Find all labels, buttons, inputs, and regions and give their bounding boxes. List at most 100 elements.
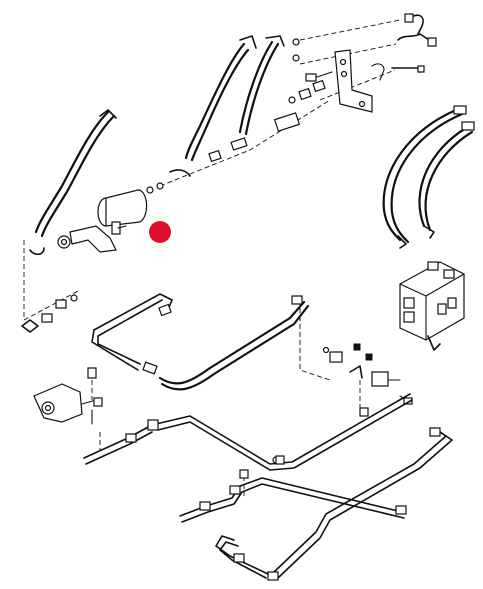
hose-end-right-2 bbox=[461, 121, 475, 131]
left-fittings-group bbox=[21, 294, 78, 333]
hose-mid-long-b bbox=[160, 304, 310, 391]
control-valve-body bbox=[399, 261, 465, 341]
lower-tube-2-nut-6 bbox=[233, 553, 245, 563]
hose-left-long bbox=[34, 110, 110, 234]
bolt-head-lower-left bbox=[87, 367, 97, 379]
tube-mid-nut-3 bbox=[291, 295, 303, 305]
tube-mid-upper bbox=[93, 293, 173, 331]
hose-top-center bbox=[238, 40, 274, 134]
tube-mid-upper-b bbox=[97, 299, 163, 337]
accumulator-body bbox=[105, 189, 148, 227]
elbow-fitting-left bbox=[21, 319, 39, 333]
leader-mid-right bbox=[299, 300, 331, 381]
washer-chain-1 bbox=[288, 96, 296, 104]
lower-tube-1-main bbox=[155, 393, 411, 465]
washer-chain-2 bbox=[146, 186, 154, 194]
bracket-boss-hole bbox=[44, 404, 52, 412]
bracket-hole-1 bbox=[339, 58, 347, 66]
leader-left-diag bbox=[23, 289, 81, 321]
fitting-chain-2 bbox=[208, 149, 222, 163]
fitting-top-right-a bbox=[404, 13, 414, 23]
clamp-plate bbox=[371, 371, 389, 387]
hose-left-bottom-end bbox=[29, 247, 45, 256]
lower-tube-1-nut-2 bbox=[125, 433, 137, 443]
inline-filter bbox=[273, 112, 301, 132]
lower-tube-2-washer bbox=[239, 469, 249, 479]
fitting-chain-group bbox=[146, 79, 331, 194]
lower-tube-2-group bbox=[179, 427, 453, 581]
fitting-right-c bbox=[417, 65, 425, 73]
hose-right-2b bbox=[424, 130, 474, 232]
fitting-top-right-b bbox=[427, 37, 437, 47]
hose-right-1 bbox=[382, 108, 458, 242]
lower-tube-2-fitting bbox=[275, 455, 285, 465]
top-right-fittings-group bbox=[299, 13, 437, 101]
hose-end-top-center bbox=[265, 35, 285, 47]
valve-port-top-1 bbox=[427, 261, 439, 271]
lower-tube-1-left-b bbox=[85, 431, 153, 465]
nut-mid-lower bbox=[359, 407, 369, 417]
valve-port-top-2 bbox=[443, 269, 455, 279]
mounting-bracket bbox=[334, 49, 373, 113]
hose-mid-long bbox=[158, 300, 306, 385]
fitting-chain-4 bbox=[312, 79, 326, 93]
top-hoses-group bbox=[184, 35, 300, 162]
valve-spool-1 bbox=[437, 303, 447, 315]
hose-top-left-b bbox=[190, 48, 250, 162]
washer-chain-3 bbox=[156, 182, 164, 190]
lower-tube-2-nut-5 bbox=[395, 505, 407, 515]
fitting-chain-3 bbox=[298, 87, 312, 101]
hose-right-elbow-2 bbox=[423, 225, 435, 239]
lower-tube-2-bottom-b bbox=[219, 541, 267, 579]
hose-left-long-b bbox=[40, 114, 116, 238]
fitting-left-2 bbox=[55, 299, 67, 309]
control-valve-group bbox=[399, 261, 465, 351]
lower-tube-1-nut-1 bbox=[147, 419, 159, 431]
bracket-washer-hole bbox=[60, 238, 68, 246]
nut-dark-2 bbox=[365, 353, 373, 361]
right-hoses-group bbox=[382, 105, 475, 249]
hose-right-2 bbox=[418, 126, 468, 228]
valve-bottom-fitting bbox=[427, 335, 441, 351]
leader-top-1 bbox=[299, 19, 401, 41]
hose-top-center-b bbox=[244, 42, 280, 136]
left-hose-group bbox=[23, 109, 117, 321]
lower-left-bracket-group bbox=[33, 367, 103, 425]
lower-tube-1-group bbox=[83, 393, 413, 471]
hose-end-top-left bbox=[239, 35, 257, 49]
hose-left-top-end bbox=[99, 109, 117, 119]
hose-end-right-1 bbox=[453, 105, 467, 115]
bolt-thread bbox=[117, 225, 127, 229]
lower-left-bracket bbox=[33, 383, 83, 423]
mounting-bracket-group bbox=[305, 49, 373, 113]
clamp-block-1 bbox=[329, 351, 343, 363]
lower-tube-2-nut-3 bbox=[199, 501, 211, 511]
tube-mid-nut-2 bbox=[158, 303, 172, 317]
bracket-hole-3 bbox=[358, 100, 366, 108]
hose-right-elbow-1 bbox=[397, 235, 407, 249]
valve-port-side-2 bbox=[403, 311, 415, 323]
nut-dark-1 bbox=[353, 343, 361, 351]
nut-top-2 bbox=[292, 54, 300, 62]
tube-mid-nut-1 bbox=[142, 361, 158, 375]
lower-tube-2-right-b bbox=[273, 427, 447, 573]
nut-bracket bbox=[305, 73, 317, 82]
leader-fitting-chain bbox=[159, 99, 331, 187]
fitting-left-1 bbox=[41, 313, 53, 323]
valve-port-side-1 bbox=[403, 297, 415, 309]
lower-tube-2-left-b bbox=[181, 483, 405, 523]
lower-tube-1-left bbox=[83, 425, 151, 459]
tube-top-right-2 bbox=[397, 33, 433, 43]
tube-mid-left-bend bbox=[91, 329, 139, 371]
lower-tube-2-right bbox=[277, 431, 453, 579]
accumulator-group bbox=[57, 189, 148, 253]
bracket-nut-lower bbox=[93, 397, 103, 407]
leader-top-3 bbox=[319, 69, 396, 101]
elbow-fitting-right bbox=[371, 63, 385, 81]
red-dot-marker[interactable] bbox=[149, 221, 171, 243]
accumulator-bracket bbox=[69, 225, 117, 253]
lower-tube-1-main-b bbox=[157, 399, 413, 471]
bolt-bracket bbox=[313, 71, 333, 79]
